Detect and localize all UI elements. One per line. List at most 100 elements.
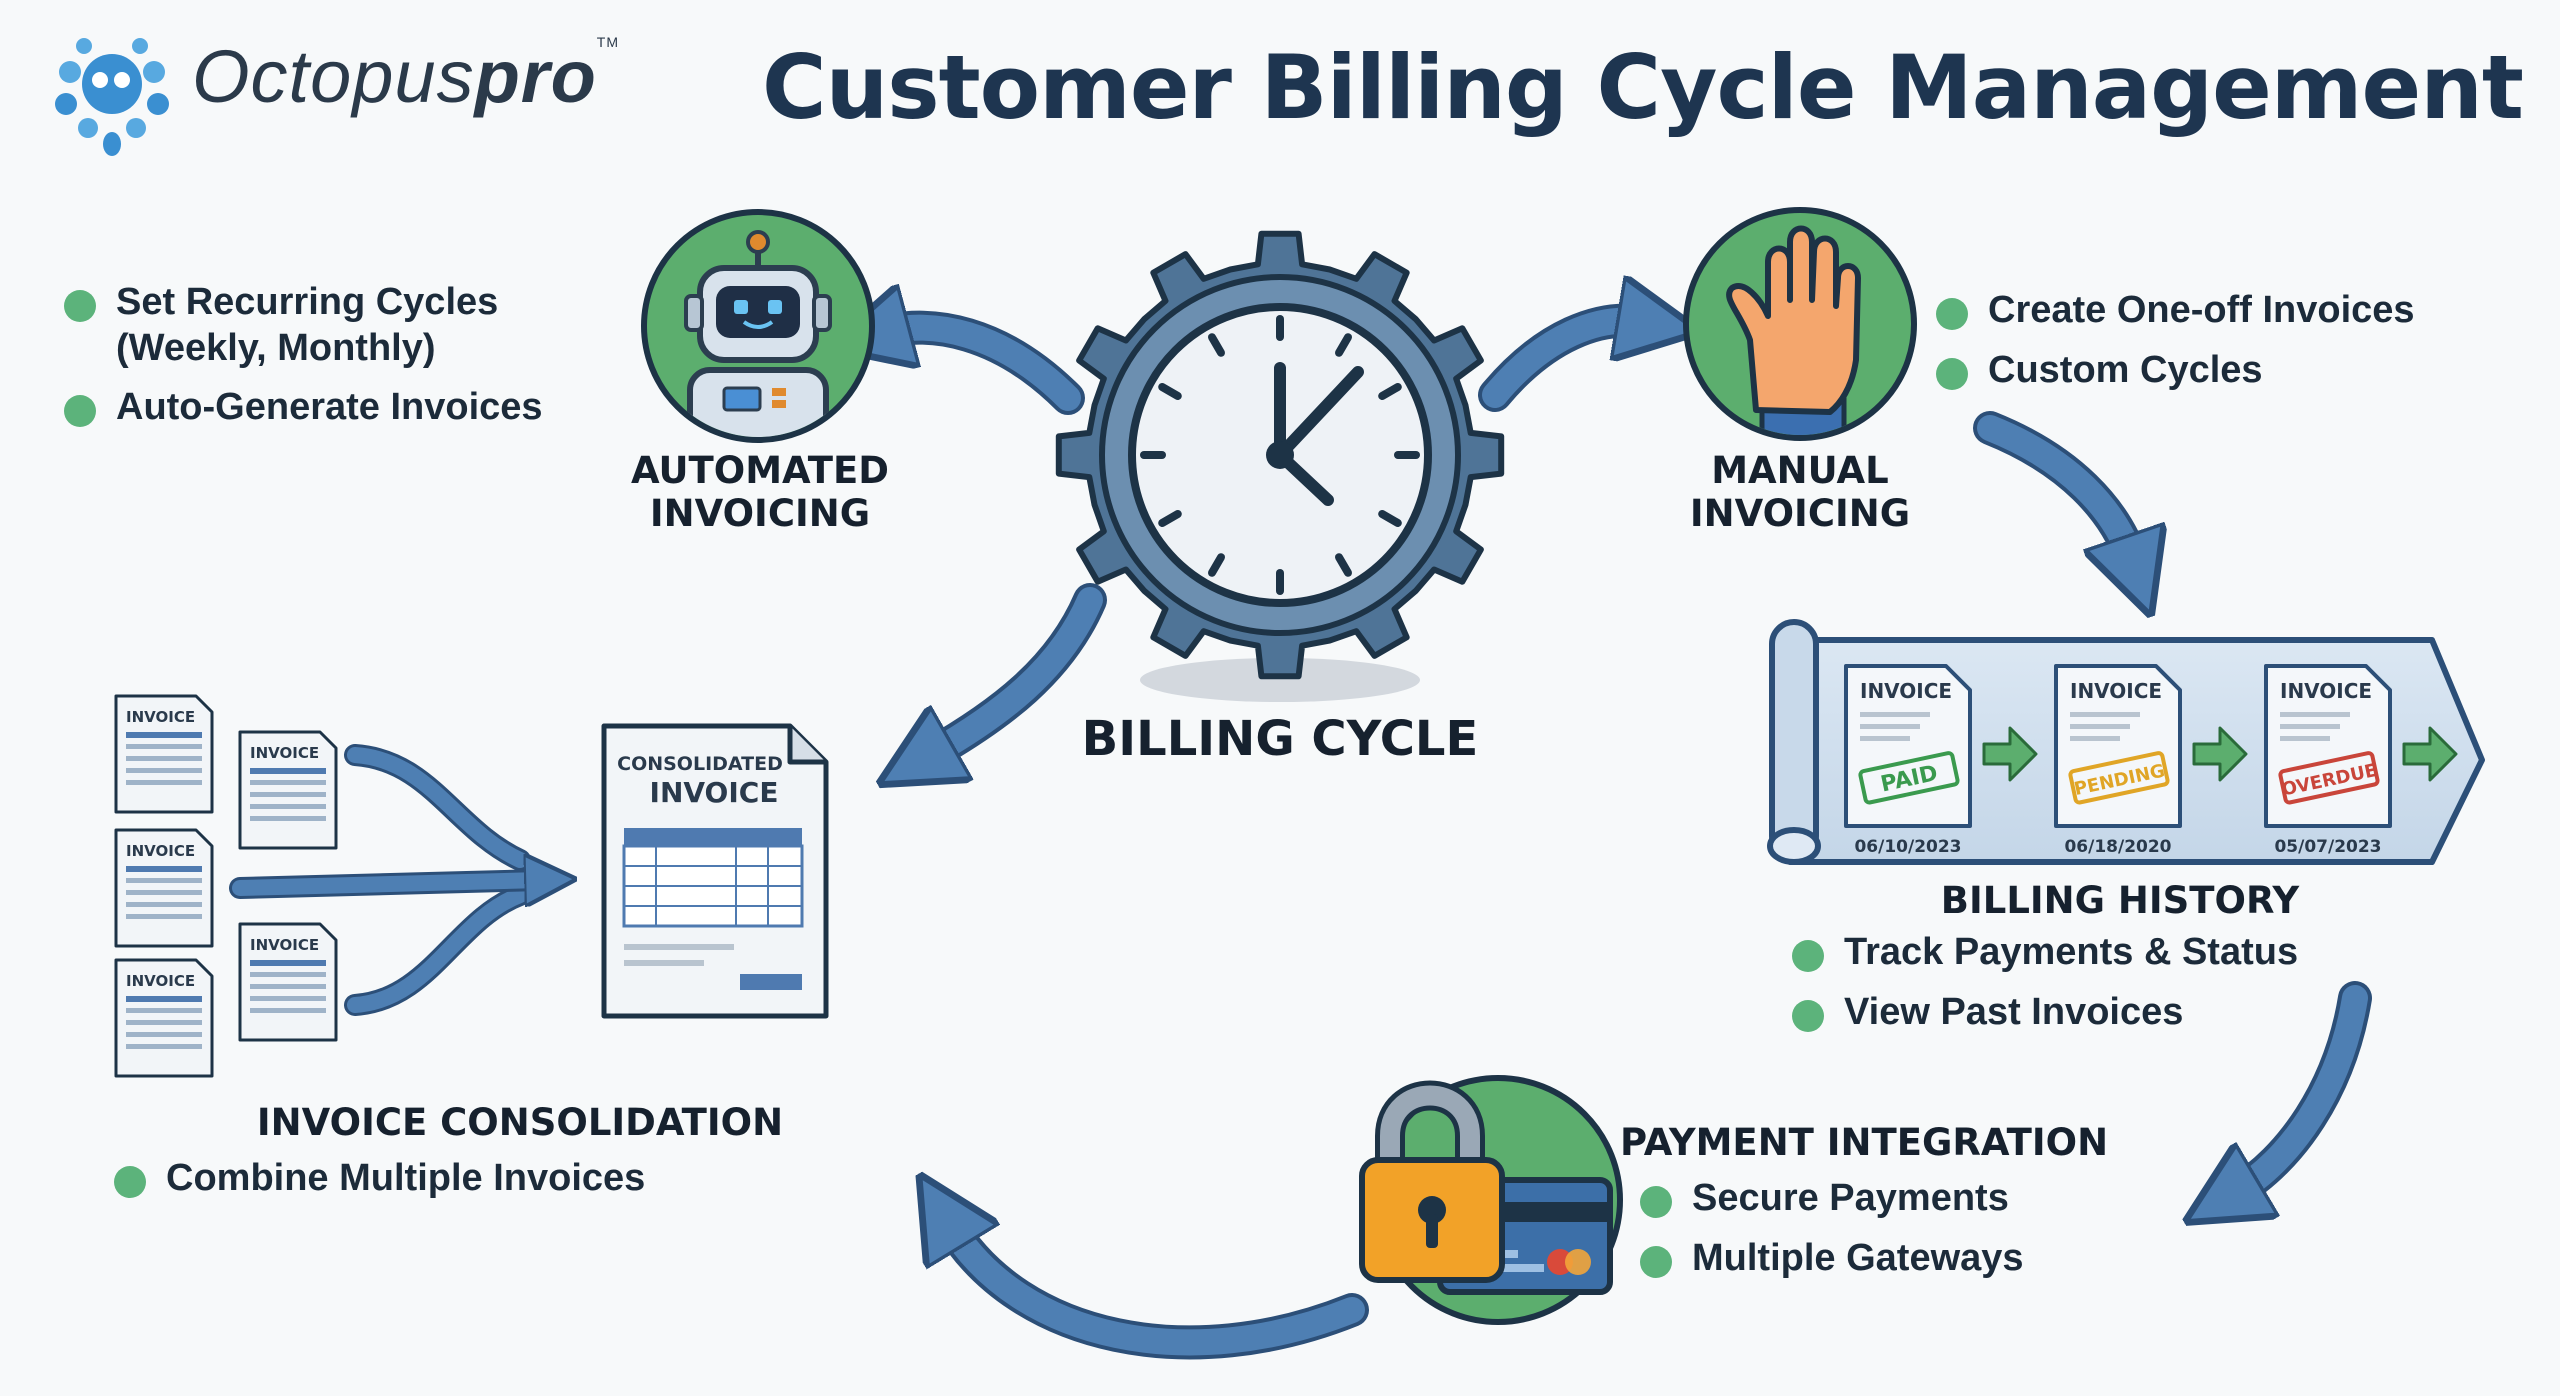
history-invoice-label: INVOICE <box>2070 679 2162 703</box>
payment-bullets: Secure Payments Multiple Gateways <box>1640 1176 2160 1295</box>
manual-bullet: Custom Cycles <box>1936 348 2496 394</box>
invoice-table-row <box>250 780 326 785</box>
payment-bullet: Secure Payments <box>1640 1176 2160 1222</box>
clock-tick <box>1335 333 1352 357</box>
clock-tick <box>1208 553 1225 577</box>
payment-bullet: Multiple Gateways <box>1640 1236 2160 1282</box>
invoice-table-row <box>126 744 202 749</box>
consolidated-label-1: CONSOLIDATED <box>617 753 783 775</box>
invoice-text-line <box>2070 712 2140 717</box>
small-invoice: INVOICE <box>114 694 214 814</box>
invoice-text-line <box>2280 736 2330 741</box>
manual-heading: MANUAL INVOICING <box>1640 449 1960 535</box>
invoice-text-line <box>1860 724 1920 729</box>
manual-bullet: Create One-off Invoices <box>1936 288 2496 334</box>
stamp-border <box>1858 751 1960 805</box>
automated-bullets: Set Recurring Cycles (Weekly, Monthly) A… <box>64 280 584 445</box>
invoice-table-row <box>126 914 202 919</box>
billing-history-bullets: Track Payments & Status View Past Invoic… <box>1792 930 2392 1049</box>
octopus-logo-icon <box>55 38 169 156</box>
clock-tick <box>1158 510 1182 527</box>
invoice-table-row <box>250 804 326 809</box>
clock-tick <box>1335 553 1352 577</box>
manual-bullets: Create One-off Invoices Custom Cycles <box>1936 288 2496 407</box>
status-stamp: PAID <box>1858 751 1960 805</box>
small-invoices: INVOICE INVOICE INVOICE INVOICE INVOICE <box>114 694 338 1078</box>
brand-logo[interactable]: OctopusproTM <box>192 34 619 119</box>
brand-trademark: TM <box>596 34 620 50</box>
hand-icon <box>1683 207 1917 441</box>
small-invoice-label: INVOICE <box>250 744 319 762</box>
small-invoice-label: INVOICE <box>126 708 195 726</box>
invoice-table-header <box>126 866 202 872</box>
gear-clock-icon <box>1055 230 1505 702</box>
arrow-to-manual <box>1478 321 1642 412</box>
arrow-to-consolidated-invoice <box>930 583 1107 755</box>
billing-history-heading: BILLING HISTORY <box>1940 879 2300 922</box>
invoice-table-row <box>250 972 326 977</box>
invoice-table-row <box>126 902 202 907</box>
history-flow-arrow <box>2402 726 2458 782</box>
automated-heading: AUTOMATED INVOICING <box>600 449 920 535</box>
invoice-text-line <box>2280 724 2340 729</box>
padlock-body <box>1359 1080 1505 1283</box>
clock-tick <box>1378 383 1402 400</box>
invoice-table-row <box>250 984 326 989</box>
invoice-table-row <box>126 1044 202 1049</box>
small-invoice-label: INVOICE <box>126 972 195 990</box>
automated-heading-line: INVOICING <box>649 491 871 535</box>
billing-cycle-label: BILLING CYCLE <box>1081 711 1479 767</box>
invoice-table-row <box>126 890 202 895</box>
flow-arrows <box>229 321 2372 1360</box>
automated-bullet: Auto-Generate Invoices <box>64 385 584 431</box>
invoice-table-row <box>250 792 326 797</box>
consolidation-heading: INVOICE CONSOLIDATION <box>256 1101 784 1144</box>
invoice-table-row <box>250 816 326 821</box>
consolidated-label-2: INVOICE <box>650 776 779 809</box>
small-invoice: INVOICE <box>238 730 338 850</box>
invoice-table-header <box>126 996 202 1002</box>
consolidation-bullet: Combine Multiple Invoices <box>114 1156 734 1202</box>
invoice-text-line <box>2070 724 2130 729</box>
history-bullet: View Past Invoices <box>1792 990 2392 1036</box>
payment-heading: PAYMENT INTEGRATION <box>1620 1121 2109 1164</box>
arrow-merge-invoices <box>229 744 540 1016</box>
automated-bullet: Set Recurring Cycles (Weekly, Monthly) <box>64 280 584 371</box>
clock-tick <box>1158 383 1182 400</box>
history-flow-arrow <box>1982 726 2038 782</box>
invoice-table-row <box>126 878 202 883</box>
small-invoice-label: INVOICE <box>126 842 195 860</box>
invoice-table-header <box>250 768 326 774</box>
invoice-text-line <box>1860 712 1930 717</box>
invoice-table-row <box>126 780 202 785</box>
stamp-border <box>2068 751 2170 805</box>
stamp-border <box>2278 751 2380 805</box>
clock-tick <box>1378 510 1402 527</box>
invoice-table-row <box>126 1032 202 1037</box>
invoice-date: 05/07/2023 <box>2274 837 2381 857</box>
robot-icon <box>641 209 875 443</box>
brand-name-regular: Octopus <box>192 35 475 118</box>
invoice-table-row <box>126 1020 202 1025</box>
history-bullet: Track Payments & Status <box>1792 930 2392 976</box>
history-invoice-label: INVOICE <box>2280 679 2372 703</box>
small-invoice: INVOICE <box>114 958 214 1078</box>
invoice-table-row <box>126 1008 202 1013</box>
arrow-to-consolidation <box>950 1225 1369 1360</box>
small-invoice: INVOICE <box>238 922 338 1042</box>
manual-heading-line: INVOICING <box>1689 491 1911 535</box>
invoice-text-line <box>2280 712 2350 717</box>
manual-heading-line: MANUAL <box>1711 449 1889 492</box>
small-invoice: INVOICE <box>114 828 214 948</box>
invoice-table-row <box>126 756 202 761</box>
automated-heading-line: AUTOMATED <box>630 449 890 492</box>
invoice-table-row <box>250 996 326 1001</box>
invoice-table-header <box>126 732 202 738</box>
arrow-to-payment <box>2236 981 2372 1192</box>
history-flow-arrow <box>2192 726 2248 782</box>
